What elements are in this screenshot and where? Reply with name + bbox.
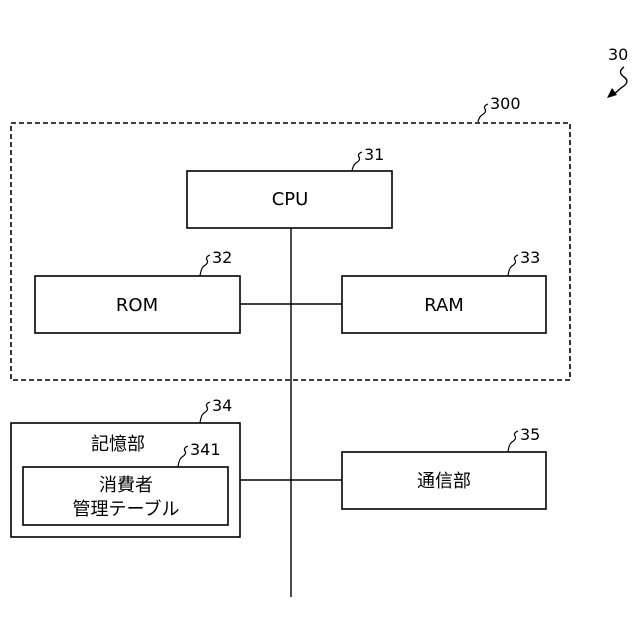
consumer-table-line1: 消費者 <box>99 475 153 496</box>
cpu-ref: 31 <box>364 145 384 164</box>
figure-ref-arrowhead <box>607 88 617 98</box>
consumer-table-line2: 管理テーブル <box>73 498 180 520</box>
comm-leader <box>508 431 518 452</box>
comm-label: 通信部 <box>417 471 471 492</box>
ram-leader <box>508 255 518 276</box>
rom-leader <box>200 255 210 276</box>
storage-label: 記憶部 <box>91 434 145 455</box>
group-300-leader <box>478 104 488 122</box>
comm-ref: 35 <box>520 425 540 444</box>
rom-label: ROM <box>116 295 158 316</box>
rom-ref: 32 <box>212 248 232 267</box>
storage-ref: 34 <box>212 396 232 415</box>
ram-ref: 33 <box>520 248 540 267</box>
consumer-table-ref: 341 <box>190 440 221 459</box>
figure-ref-label: 30 <box>608 45 628 64</box>
group-300-ref: 300 <box>490 94 521 113</box>
ram-label: RAM <box>424 295 464 316</box>
cpu-leader <box>352 152 362 171</box>
cpu-label: CPU <box>272 189 309 210</box>
storage-leader <box>200 402 210 423</box>
